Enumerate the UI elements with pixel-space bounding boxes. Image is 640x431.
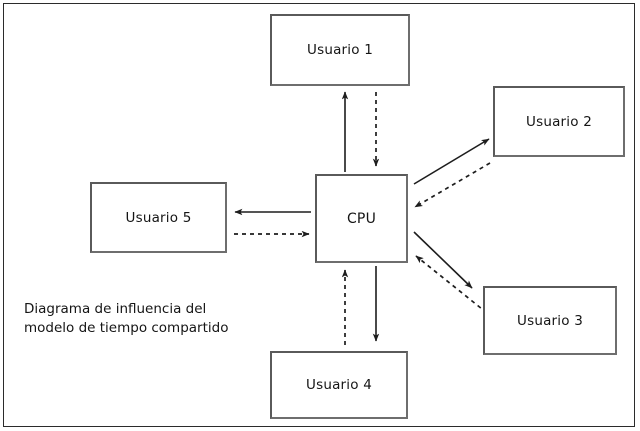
caption-line-2: modelo de tiempo compartido <box>24 320 229 336</box>
node-usuario-3[interactable]: Usuario 3 <box>483 286 617 355</box>
node-usuario-3-label: Usuario 3 <box>517 312 583 329</box>
node-usuario-4-label: Usuario 4 <box>306 377 372 393</box>
node-cpu-label: CPU <box>346 210 377 227</box>
node-usuario-2-label: Usuario 2 <box>526 113 592 130</box>
node-usuario-1-label: Usuario 1 <box>307 42 373 58</box>
node-usuario-1[interactable]: Usuario 1 <box>270 14 410 86</box>
node-usuario-4[interactable]: Usuario 4 <box>270 351 408 419</box>
node-usuario-5-label: Usuario 5 <box>125 209 192 226</box>
node-cpu[interactable]: CPU <box>315 174 408 263</box>
node-usuario-2[interactable]: Usuario 2 <box>493 86 625 157</box>
caption-line-1: Diagrama de influencia del <box>24 301 207 317</box>
node-usuario-5[interactable]: Usuario 5 <box>90 182 227 253</box>
diagram-caption: Diagrama de influencia del modelo de tie… <box>24 300 274 338</box>
